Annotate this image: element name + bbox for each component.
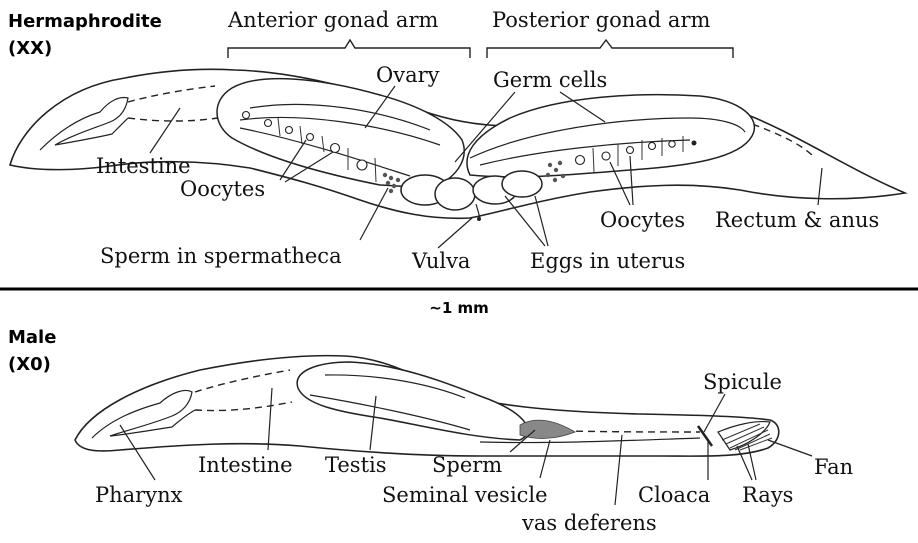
male-panel: Male (X0) Spicule Fan Pharynx Intestine … (8, 327, 853, 535)
hermaphrodite-karyotype: (XX) (8, 38, 52, 59)
eggs-pointer-2 (535, 196, 548, 246)
sperm-dot (396, 178, 400, 182)
anterior-gonad-brace (228, 40, 470, 58)
sperm-label: Sperm (432, 453, 502, 477)
sperm-dot (389, 176, 393, 180)
sperm-dot (548, 163, 552, 167)
testis-label: Testis (325, 453, 387, 477)
pharynx-label: Pharynx (95, 483, 183, 507)
oocyte (576, 156, 585, 165)
cloaca-label: Cloaca (638, 483, 710, 507)
male-karyotype: (X0) (8, 354, 51, 375)
eggs-in-uterus-label: Eggs in uterus (530, 249, 685, 273)
male-title: Male (8, 327, 56, 348)
anterior-gonad-arm (217, 79, 464, 188)
oocyte (307, 134, 314, 141)
hermaphrodite-panel: Hermaphrodite (XX) Anterior gonad arm Po… (8, 8, 905, 273)
fan-label: Fan (814, 455, 853, 479)
vulva-dot (477, 217, 481, 221)
intestine-label: Intestine (96, 154, 191, 178)
sperm-dot (553, 178, 557, 182)
sperm-dot (558, 161, 562, 165)
spicule-label: Spicule (703, 370, 782, 394)
sperm-dot (386, 181, 390, 185)
oocyte (243, 112, 250, 119)
male-intestine-label: Intestine (198, 453, 293, 477)
posterior-gonad-brace (487, 40, 733, 58)
germ-cells-label: Germ cells (493, 68, 607, 92)
rectum-anus-label: Rectum & anus (715, 208, 879, 232)
oocyte (669, 141, 675, 147)
sperm-dot (383, 173, 387, 177)
oocytes-label-left: Oocytes (180, 177, 265, 201)
oocyte (265, 120, 272, 127)
oocyte (286, 127, 293, 134)
oocyte (331, 144, 340, 153)
fan-pointer (768, 440, 812, 456)
oocyte (627, 147, 634, 154)
sperm-dot (392, 184, 396, 188)
seminal-vesicle-label: Seminal vesicle (382, 483, 548, 507)
oocyte (357, 160, 367, 170)
sperm-dot (554, 168, 558, 172)
rays-label: Rays (742, 483, 793, 507)
oocyte (692, 141, 697, 146)
hermaphrodite-title: Hermaphrodite (8, 11, 162, 32)
sperm-dot (389, 189, 393, 193)
vulva-pointer (438, 218, 472, 248)
posterior-gonad-arm-label: Posterior gonad arm (492, 8, 710, 32)
ovary-label: Ovary (376, 63, 440, 87)
vulva-label: Vulva (411, 249, 470, 273)
scale-label: ~1 mm (429, 299, 489, 317)
vas-deferens-label: vas deferens (521, 511, 657, 535)
oocyte (602, 152, 610, 160)
sperm-in-spermatheca-label: Sperm in spermatheca (100, 244, 342, 268)
egg (435, 178, 475, 210)
oocytes-label-right: Oocytes (600, 208, 685, 232)
oocyte (649, 143, 656, 150)
sperm-dot (561, 174, 565, 178)
sperm-dot (546, 173, 550, 177)
anterior-gonad-arm-label: Anterior gonad arm (227, 8, 438, 32)
egg (502, 171, 542, 197)
